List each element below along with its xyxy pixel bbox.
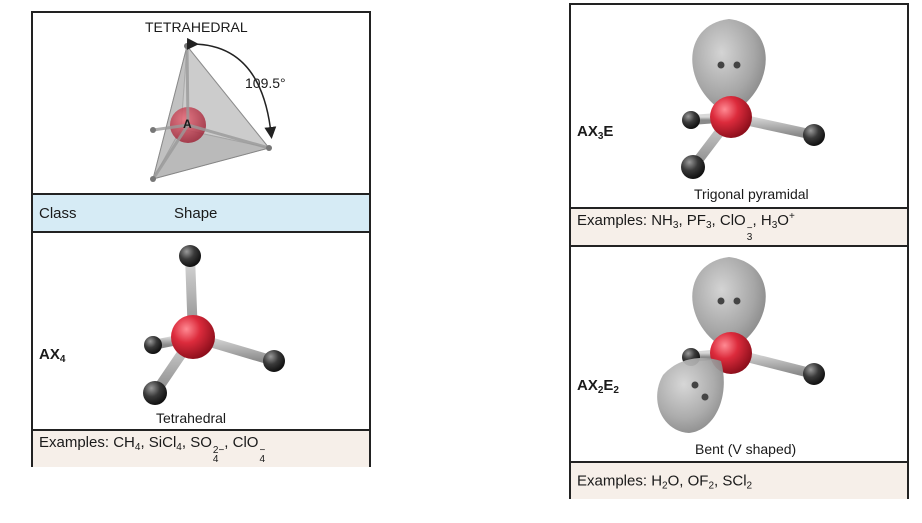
table-header-row: Class Shape: [33, 193, 369, 233]
example-ch4: CH4: [113, 434, 141, 453]
example-scl2: SCl2: [722, 472, 753, 492]
ax3e-outer-atom-front: [681, 155, 705, 179]
ax3e-outer-atom-right: [803, 124, 825, 146]
ax4-molecule-model: [143, 245, 285, 405]
ax4-outer-atom-front: [143, 381, 167, 405]
ax3e-examples-text: Examples: NH3, PF3, ClO−3, H3O+: [577, 211, 795, 243]
ax2e2-lone-pair-lobe-top: [692, 257, 766, 351]
example-h2o: H2O: [651, 472, 680, 492]
ax2e2-examples-row: Examples: H2O, OF2, SCl2: [571, 461, 907, 499]
ax3e-row: AX3E Trigonal pyramidal: [571, 5, 907, 207]
ax4-class-label: AX4: [39, 346, 66, 365]
tetra-face-front: [152, 44, 270, 180]
ax3e-class-label: AX3E: [577, 123, 614, 142]
ax2e2-class-label: AX2E2: [577, 377, 619, 396]
example-of2: OF2: [687, 472, 715, 492]
header-shape: Shape: [174, 205, 218, 222]
tetrahedral-title: TETRAHEDRAL: [145, 19, 248, 35]
ax2e2-outer-atom-right: [803, 363, 825, 385]
ax3e-examples-row: Examples: NH3, PF3, ClO−3, H3O+: [571, 207, 907, 247]
example-sicl4: SiCl4: [148, 434, 182, 453]
ax3e-lone-pair-lobe: [692, 19, 766, 115]
ax2e2-molecule-model: [657, 257, 825, 433]
ax2e2-lone-pair-lobe-front: [657, 357, 724, 433]
example-nh3: NH3: [651, 212, 679, 231]
ax2e2-row: AX2E2 Bent (V shaped): [571, 249, 907, 461]
ax2e2-shape-name: Bent (V shaped): [695, 441, 797, 457]
ax4-central-atom: [171, 315, 215, 359]
header-class: Class: [39, 205, 77, 222]
left-panel: TETRAHEDRAL 109.5° A Class Sha: [31, 11, 371, 467]
right-panel: AX3E Trigonal pyramidal Examples: NH3, P…: [569, 3, 909, 499]
ax4-outer-atom-back: [144, 336, 162, 354]
bond-angle-arrow: [186, 37, 277, 139]
tetrahedron-drawing: [150, 37, 277, 182]
ax4-outer-atom-top: [179, 245, 201, 267]
ax4-outer-atom-right: [263, 350, 285, 372]
example-h3o: H3O+: [760, 211, 795, 231]
ax3e-central-atom: [710, 96, 752, 138]
tetrahedral-diagram-region: TETRAHEDRAL 109.5° A: [33, 13, 369, 193]
example-pf3: PF3: [686, 212, 712, 231]
ax3e-outer-atom-back: [682, 111, 700, 129]
ax3e-shape-name: Trigonal pyramidal: [694, 186, 809, 202]
central-atom-label: A: [183, 117, 192, 131]
example-clo3: ClO−3: [719, 212, 753, 243]
ax3e-molecule-model: [681, 19, 825, 179]
ax4-shape-name: Tetrahedral: [156, 410, 227, 426]
ax2e2-examples-text: Examples: H2O, OF2, SCl2: [577, 472, 753, 492]
ax4-row: AX4 Tetrahedral: [33, 233, 369, 429]
example-clo4: ClO−4: [232, 434, 266, 465]
